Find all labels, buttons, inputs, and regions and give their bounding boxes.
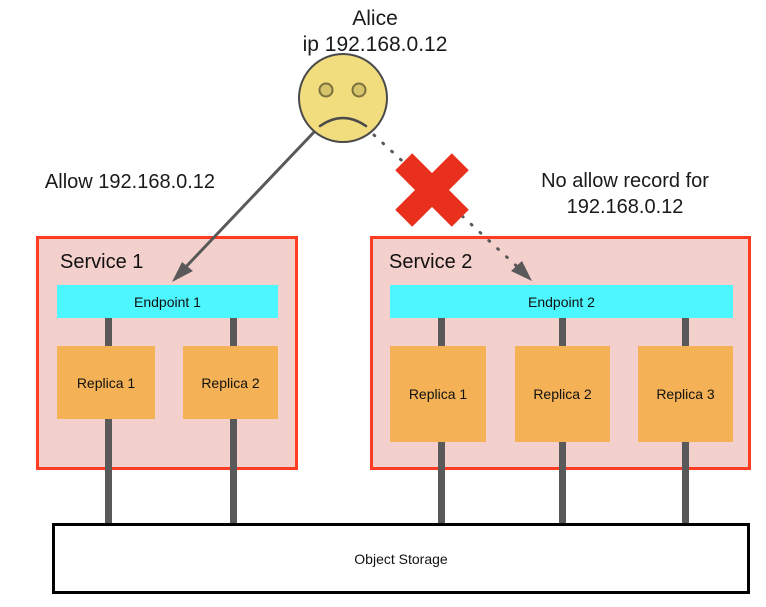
connector-endpoint1-replica1 [105,318,112,346]
object-storage-box[interactable]: Object Storage [52,523,750,594]
connector-replica2-storage-s2 [559,442,566,524]
connector-endpoint2-replica1 [438,318,445,346]
service-2-replica-1[interactable]: Replica 1 [390,346,486,442]
connector-replica1-storage-s1 [105,419,112,524]
actor-ip-label: ip 192.168.0.12 [302,33,448,56]
connector-replica1-storage-s2 [438,442,445,524]
endpoint-2-box[interactable]: Endpoint 2 [390,285,733,318]
service-1-title: Service 1 [60,251,144,273]
service-2-title: Service 2 [389,251,473,273]
sad-face-icon [298,53,388,143]
connector-endpoint1-replica2 [230,318,237,346]
service-2-replica-3[interactable]: Replica 3 [638,346,733,442]
endpoint-1-box[interactable]: Endpoint 1 [57,285,278,318]
connector-endpoint2-replica2 [559,318,566,346]
connector-replica3-storage-s2 [682,442,689,524]
red-x-mark-icon [395,153,469,227]
deny-rule-label: No allow record for 192.168.0.12 [541,170,709,218]
service-1-replica-2[interactable]: Replica 2 [183,346,278,419]
service-1-replica-1[interactable]: Replica 1 [57,346,155,419]
connector-endpoint2-replica3 [682,318,689,346]
actor-name-label: Alice [352,7,398,30]
service-2-replica-2[interactable]: Replica 2 [515,346,610,442]
allow-rule-label: Allow 192.168.0.12 [44,171,216,193]
connector-replica2-storage-s1 [230,419,237,524]
